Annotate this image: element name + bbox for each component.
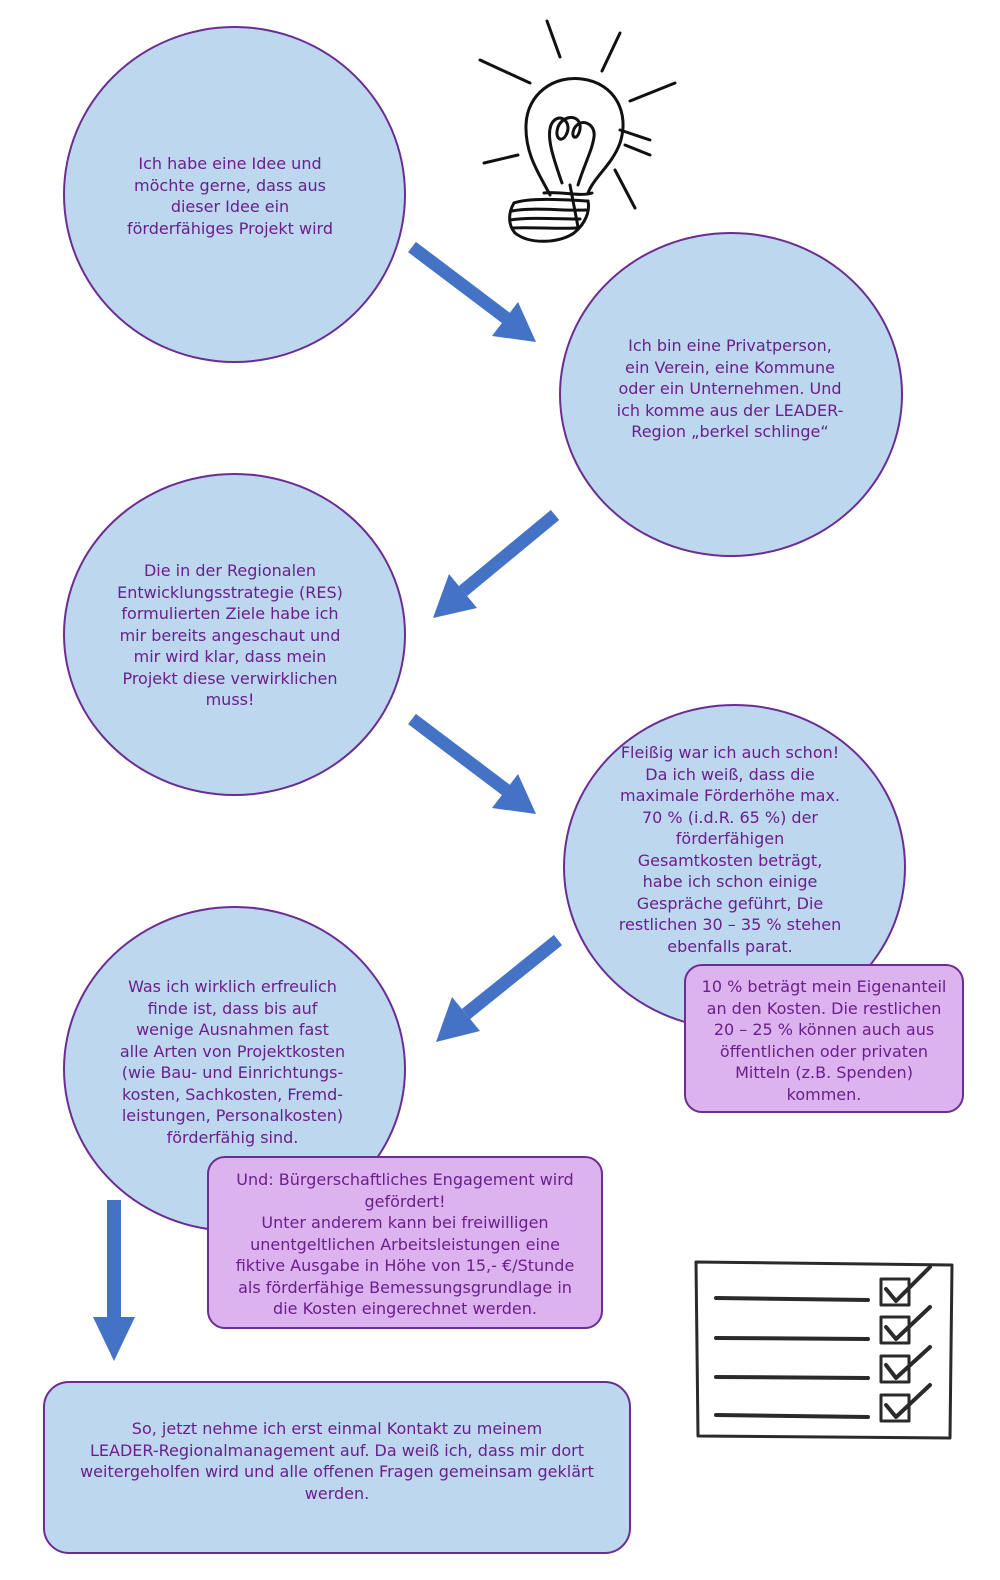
step-circle-res [63,473,406,796]
step-text-funding: Fleißig war ich auch schon! Da ich weiß,… [618,743,842,956]
arrow-funding-to-costs [436,934,563,1042]
step-text-idea: Ich habe eine Idee und möchte gerne, das… [126,154,334,238]
arrow-costs-to-contact [93,1200,135,1361]
arrow-res-to-funding [408,713,536,814]
step-circle-eligibility [559,232,903,557]
note-text-engagement: Und: Bürgerschaftliches Engagement wird … [235,1170,575,1318]
note-own-share [684,964,964,1113]
step-text-costs: Was ich wirklich erfreulich finde ist, d… [119,977,346,1147]
arrow-eligibility-to-res [433,509,560,618]
light-bulb-icon [478,19,677,243]
arrow-idea-to-eligibility [408,241,536,342]
step-text-eligibility: Ich bin eine Privatperson, ein Verein, e… [616,336,844,441]
checklist-icon [694,1260,954,1440]
final-text-contact: So, jetzt nehme ich erst einmal Kontakt … [80,1419,594,1503]
final-step-contact [43,1381,631,1554]
step-text-res: Die in der Regionalen Entwicklungsstrate… [117,561,343,709]
step-circle-idea [63,26,406,363]
note-text-own-share: 10 % beträgt mein Eigenanteil an den Kos… [701,977,947,1104]
note-engagement [207,1156,603,1329]
